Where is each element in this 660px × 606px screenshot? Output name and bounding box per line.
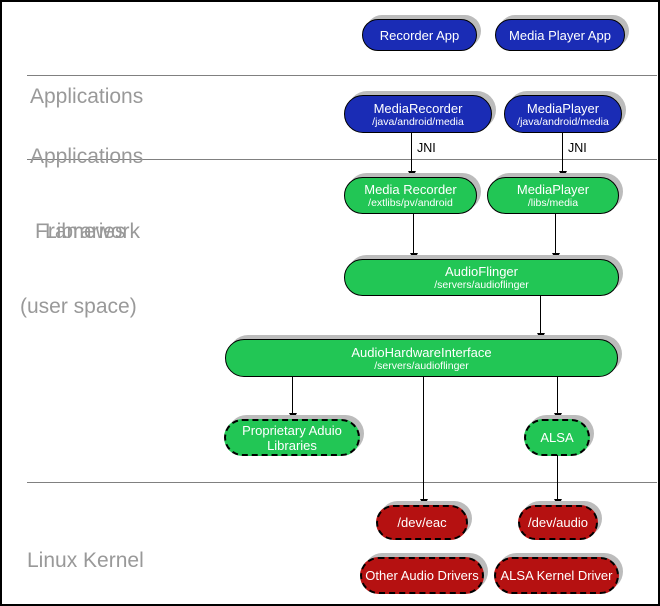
- node-audiohardwareinterface: AudioHardwareInterface /servers/audiofli…: [225, 339, 618, 377]
- layer-label-framework-line1: Applications: [30, 145, 144, 168]
- node-dev-eac-title: /dev/eac: [397, 515, 447, 530]
- node-mediaplayer-lib: MediaPlayer /libs/media: [487, 177, 619, 214]
- arrow-to-alsa: [553, 377, 562, 420]
- node-alsa: ALSA: [524, 419, 590, 456]
- node-other-audio-drivers-title: Other Audio Drivers: [365, 568, 479, 583]
- node-dev-audio: /dev/audio: [518, 505, 598, 540]
- node-mediarecorder-framework-path: /java/android/media: [372, 115, 464, 128]
- node-mediaplayer-framework-path: /java/android/media: [517, 115, 609, 128]
- node-alsa-title: ALSA: [540, 430, 574, 445]
- node-audiohardwareinterface-title: AudioHardwareInterface: [351, 344, 492, 360]
- divider-applications-framework: [27, 75, 657, 76]
- node-proprietary-audio-libraries: Proprietary Aduio Libraries: [224, 419, 360, 456]
- node-audioflinger: AudioFlinger /servers/audioflinger: [344, 259, 619, 296]
- layer-label-applications-line1: Applications: [30, 85, 144, 108]
- arrow-mediaplayer-to-audioflinger: [551, 214, 560, 260]
- layer-label-linux-kernel: Linux Kernel: [27, 498, 144, 604]
- node-proprietary-audio-libraries-title: Proprietary Aduio: [242, 422, 342, 438]
- node-dev-eac: /dev/eac: [376, 505, 468, 540]
- arrow-to-dev-eac: [419, 377, 428, 506]
- layer-label-applications: Applications: [30, 34, 143, 159]
- layer-label-libraries: Libraries (user space): [20, 169, 137, 369]
- node-mediarecorder-framework-title: MediaRecorder: [373, 100, 463, 116]
- node-other-audio-drivers: Other Audio Drivers: [360, 557, 484, 594]
- node-media-player-app: Media Player App: [495, 19, 625, 51]
- arrow-mediarecorder-to-audioflinger: [409, 214, 418, 260]
- node-media-recorder-lib-title: Media Recorder: [364, 182, 457, 197]
- node-audioflinger-title: AudioFlinger: [445, 264, 518, 279]
- layer-label-libraries-line2: (user space): [20, 295, 137, 318]
- node-media-recorder-lib: Media Recorder /extlibs/pv/android: [344, 177, 477, 214]
- node-mediaplayer-lib-path: /libs/media: [527, 197, 579, 209]
- node-dev-audio-title: /dev/audio: [528, 515, 588, 530]
- layer-label-framework-line2: Framework: [35, 220, 141, 243]
- node-recorder-app-title: Recorder App: [379, 27, 460, 43]
- node-alsa-kernel-driver: ALSA Kernel Driver: [494, 557, 619, 594]
- arrow-mediarecorder-jni: [407, 133, 416, 178]
- node-alsa-kernel-driver-title: ALSA Kernel Driver: [500, 568, 613, 583]
- layer-label-linux-kernel-line1: Linux Kernel: [27, 549, 144, 572]
- layer-label-libraries-line1: Libraries: [45, 220, 126, 243]
- arrow-mediaplayer-jni: [558, 133, 567, 178]
- jni-label-right: JNI: [568, 141, 587, 155]
- node-media-player-app-title: Media Player App: [509, 27, 611, 43]
- jni-label-left: JNI: [417, 141, 436, 155]
- divider-framework-libraries: [27, 159, 657, 160]
- node-audioflinger-path: /servers/audioflinger: [434, 279, 529, 291]
- node-mediarecorder-framework: MediaRecorder /java/android/media: [344, 95, 492, 133]
- node-media-recorder-lib-path: /extlibs/pv/android: [368, 197, 453, 209]
- divider-libraries-kernel: [27, 482, 657, 483]
- layer-label-applications-framework: Applications Framework: [30, 94, 143, 294]
- arrow-audioflinger-to-hardwareinterface: [536, 296, 545, 340]
- arrow-to-proprietary-libraries: [288, 377, 297, 420]
- node-audiohardwareinterface-path: /servers/audioflinger: [374, 359, 469, 372]
- node-mediaplayer-lib-title: MediaPlayer: [516, 182, 590, 197]
- arrow-alsa-to-dev-audio: [553, 455, 562, 506]
- node-recorder-app: Recorder App: [362, 19, 477, 51]
- node-mediaplayer-framework-title: MediaPlayer: [526, 100, 600, 116]
- node-mediaplayer-framework: MediaPlayer /java/android/media: [504, 95, 622, 133]
- node-proprietary-audio-libraries-title2: Libraries: [267, 437, 317, 453]
